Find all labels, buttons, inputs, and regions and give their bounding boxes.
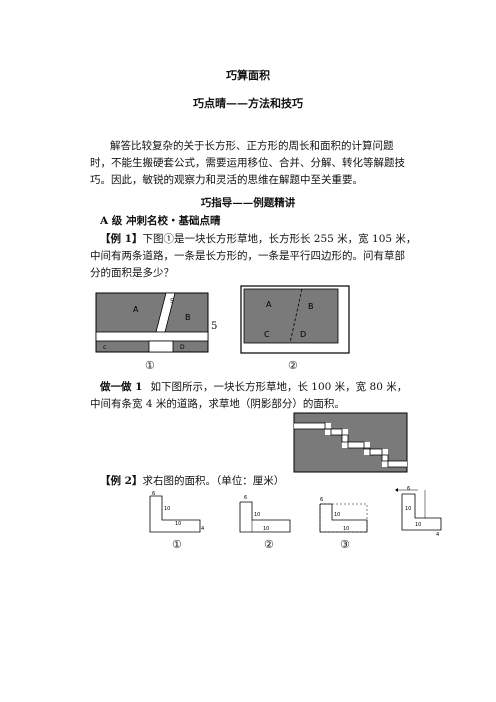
fig2-label-a: A — [266, 300, 272, 309]
fig2-label-c: C — [264, 330, 270, 339]
fig2-label-b: B — [308, 302, 314, 311]
example1-line-2: 中间有两条道路，一条是长方形的，一条是平行四边形的。问有草部 — [90, 250, 405, 262]
fig1-five: 5 — [211, 321, 218, 332]
svg-text:6: 6 — [152, 491, 155, 497]
fig2-label-d: D — [300, 330, 306, 339]
intro-line-1: 解答比较复杂的关于长方形、正方形的周长和面积的计算问题 — [110, 140, 394, 152]
svg-text:6: 6 — [244, 495, 247, 501]
l-shape-figure-2: 6 10 10 — [239, 495, 291, 533]
practice-figure — [293, 412, 408, 473]
svg-text:10: 10 — [263, 526, 269, 532]
fig1-label-b: B — [185, 313, 191, 322]
svg-text:10: 10 — [334, 512, 340, 518]
l-shape-figure-3: 6 10 10 — [319, 497, 368, 533]
svg-text:4: 4 — [436, 532, 439, 538]
practice-line-2: 中间有条宽 4 米的道路，求草地（阴影部分）的面积。 — [90, 398, 345, 410]
l-shape-figure-4: 6 10 10 4 — [395, 486, 442, 538]
example1-line-3: 分的面积是多少？ — [90, 267, 174, 279]
svg-text:4: 4 — [201, 526, 204, 532]
fig1-label-d: D — [180, 344, 185, 351]
svg-text:10: 10 — [164, 506, 170, 512]
fig1-label-c: c — [103, 344, 106, 351]
page-subtitle: 巧点晴——方法和技巧 — [193, 97, 303, 110]
svg-text:10: 10 — [254, 512, 260, 518]
svg-text:10: 10 — [175, 521, 181, 527]
ex2-number-3: ③ — [340, 538, 350, 551]
level-title: A 级 冲刺名校・基础点晴 — [100, 215, 221, 227]
svg-text:6: 6 — [320, 497, 323, 503]
svg-text:10: 10 — [343, 526, 349, 532]
svg-text:10: 10 — [405, 506, 411, 512]
intro-line-3: 巧。因此，敏锐的观察力和灵活的思维在解题中至关重要。 — [90, 174, 363, 186]
example1-line-1: 【例 1】下图①是一块长方形草地，长方形长 255 米，宽 105 米， — [100, 233, 417, 245]
example2-line: 【例 2】求右图的面积。（单位：厘米） — [100, 475, 285, 487]
fig-number-1: ① — [145, 359, 155, 372]
ex2-number-1: ① — [172, 538, 182, 551]
ex2-number-2: ② — [264, 538, 274, 551]
section-title: 巧指导——例题精讲 — [200, 197, 296, 209]
page-title: 巧算面积 — [226, 69, 270, 82]
intro-line-2: 时，不能生搬硬套公式，需要运用移位、合并、分解、转化等解题技 — [90, 157, 405, 169]
l-shape-figure-1: 6 10 10 4 — [149, 491, 204, 533]
figure-1-rearranged: A B C D — [240, 285, 350, 354]
fig1-label-a: A — [133, 305, 139, 314]
fig1-label-5: 5 — [170, 298, 174, 305]
svg-text:6: 6 — [407, 486, 410, 492]
svg-text:10: 10 — [415, 522, 421, 528]
fig-number-2: ② — [288, 359, 298, 372]
figure-1-grass: A B 5 c D — [95, 292, 209, 353]
